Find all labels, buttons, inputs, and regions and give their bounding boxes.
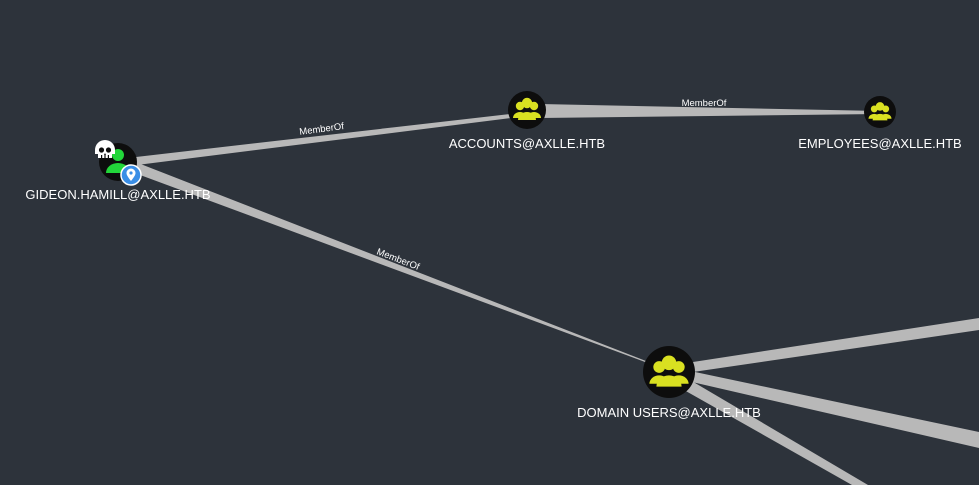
edge-domain-users-offscreen-1[interactable] [693,318,979,372]
node-label-gideon-hamill: GIDEON.HAMILL@AXLLE.HTB [25,187,210,202]
edge-domain-users-offscreen-2[interactable] [692,372,979,448]
edge-gideon-domain-users[interactable] [132,163,646,362]
skull-icon [95,140,115,158]
node-employees[interactable]: EMPLOYEES@AXLLE.HTB [798,96,962,151]
edge-domain-users-offscreen-3[interactable] [684,380,868,485]
location-pin-icon [120,164,142,186]
edges-layer [132,104,979,485]
edge-accounts-employees[interactable] [540,104,880,118]
edge-labels-layer: MemberOf MemberOf MemberOf [299,98,727,273]
node-label-accounts: ACCOUNTS@AXLLE.HTB [449,136,605,151]
node-domain-users[interactable]: DOMAIN USERS@AXLLE.HTB [577,346,761,420]
node-label-domain-users: DOMAIN USERS@AXLLE.HTB [577,405,761,420]
node-accounts[interactable]: ACCOUNTS@AXLLE.HTB [449,91,605,151]
node-label-employees: EMPLOYEES@AXLLE.HTB [798,136,961,151]
edge-gideon-accounts[interactable] [136,112,527,165]
edge-label-accounts-employees: MemberOf [682,98,727,109]
node-gideon-hamill[interactable]: GIDEON.HAMILL@AXLLE.HTB [25,140,211,202]
